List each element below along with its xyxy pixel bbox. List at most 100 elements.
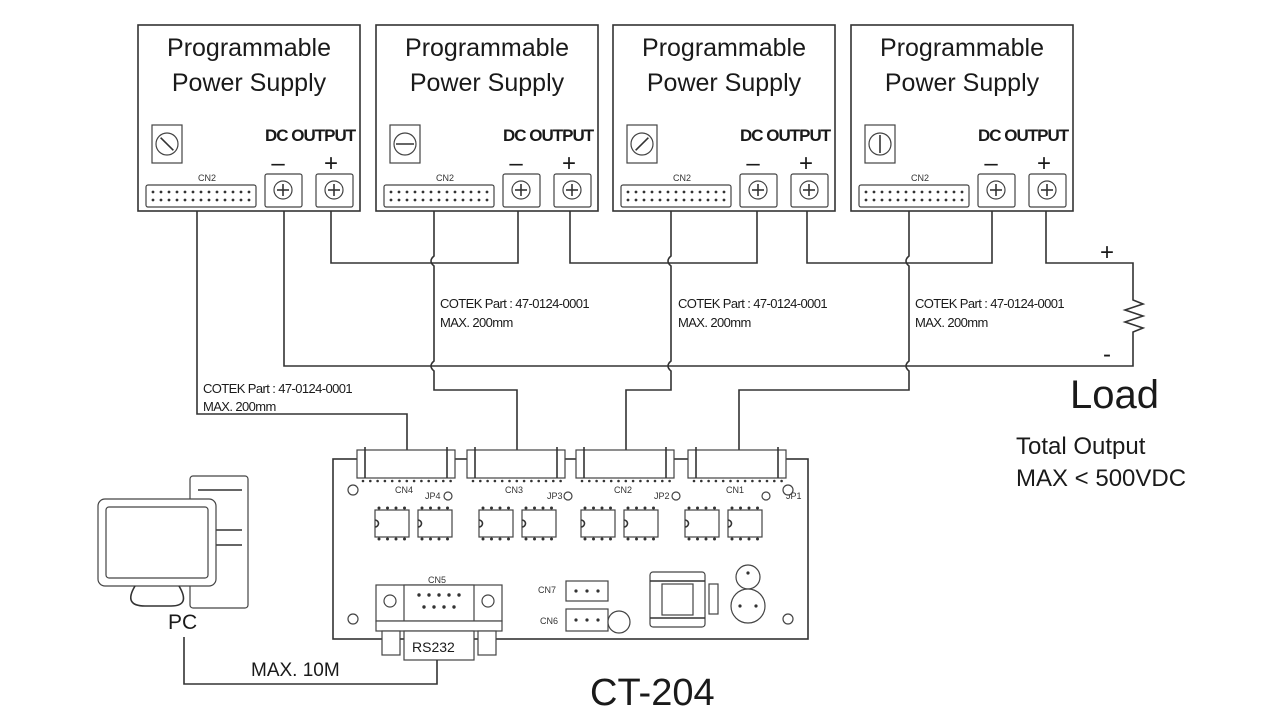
cn2-connector[interactable] bbox=[383, 184, 495, 208]
plus-label: + bbox=[562, 150, 576, 177]
series-wire-2-3 bbox=[569, 210, 758, 264]
rs232-label: RS232 bbox=[412, 639, 455, 655]
capacitor-icon bbox=[735, 564, 761, 590]
mounting-hole bbox=[347, 613, 359, 625]
rotary-switch-icon[interactable] bbox=[151, 124, 183, 164]
jumper-icon[interactable] bbox=[761, 491, 771, 501]
board-chips bbox=[374, 506, 763, 541]
db9-body bbox=[375, 620, 503, 632]
cable-psu1-cn4 bbox=[196, 210, 408, 450]
jumper-label: JP1 bbox=[786, 491, 802, 501]
psu-title-line1: Programmable bbox=[880, 34, 1044, 62]
ic-chip-icon bbox=[580, 506, 616, 541]
connector-label: CN3 bbox=[505, 485, 523, 495]
psu-title-line1: Programmable bbox=[405, 34, 569, 62]
cable-part-label: COTEK Part : 47-0124-0001 bbox=[440, 296, 589, 311]
positive-terminal-icon[interactable] bbox=[553, 173, 592, 208]
positive-terminal-icon[interactable] bbox=[790, 173, 829, 208]
jumper-label: JP3 bbox=[547, 491, 563, 501]
monitor-stand bbox=[129, 585, 185, 607]
minus-label: – bbox=[271, 150, 285, 177]
psu-title-line2: Power Supply bbox=[647, 69, 802, 97]
load-minus-label: - bbox=[1103, 341, 1111, 368]
jumper-icon[interactable] bbox=[671, 491, 681, 501]
negative-terminal-icon[interactable] bbox=[739, 173, 778, 208]
negative-terminal-icon[interactable] bbox=[502, 173, 541, 208]
mounting-hole bbox=[347, 484, 359, 496]
positive-terminal-icon[interactable] bbox=[1028, 173, 1067, 208]
psu-title-line1: Programmable bbox=[167, 34, 331, 62]
rotary-switch-icon[interactable] bbox=[626, 124, 658, 164]
cn7-label: CN7 bbox=[538, 585, 556, 595]
minus-label: – bbox=[984, 150, 998, 177]
dc-output-label: DC OUTPUT bbox=[740, 126, 832, 145]
mounting-hole bbox=[782, 613, 794, 625]
minus-label: – bbox=[509, 150, 523, 177]
cable-length-label: MAX. 200mm bbox=[678, 315, 751, 330]
cn2-label: CN2 bbox=[436, 173, 454, 183]
total-output-max: MAX < 500VDC bbox=[1016, 465, 1186, 492]
ic-chip-icon bbox=[623, 506, 659, 541]
cable-length-label: MAX. 200mm bbox=[915, 315, 988, 330]
jumper-label: JP2 bbox=[654, 491, 670, 501]
rotary-switch-icon[interactable] bbox=[389, 124, 421, 164]
cable-psu2-cn3 bbox=[430, 210, 518, 450]
jumper-icon[interactable] bbox=[443, 491, 453, 501]
db9-leg bbox=[381, 630, 401, 656]
jumper-icon[interactable] bbox=[563, 491, 573, 501]
cable-psu4-cn1 bbox=[738, 210, 910, 450]
cn2-connector[interactable] bbox=[620, 184, 732, 208]
cable-length-label: MAX. 200mm bbox=[203, 399, 276, 414]
cn2-connector[interactable] bbox=[145, 184, 257, 208]
transformer-icon bbox=[649, 571, 719, 628]
pc-label: PC bbox=[168, 611, 197, 634]
negative-terminal-icon[interactable] bbox=[977, 173, 1016, 208]
dc-output-label: DC OUTPUT bbox=[503, 126, 595, 145]
cn5-label: CN5 bbox=[428, 575, 446, 585]
ic-chip-icon bbox=[727, 506, 763, 541]
db9-screw bbox=[383, 594, 397, 608]
wiring bbox=[196, 210, 1134, 450]
cn2-connector[interactable] bbox=[858, 184, 970, 208]
cable-max-length: MAX. 10M bbox=[251, 660, 340, 681]
mounting-hole bbox=[782, 484, 794, 496]
plus-label: + bbox=[1037, 150, 1051, 177]
ic-chip-icon bbox=[374, 506, 410, 541]
ic-chip-icon bbox=[684, 506, 720, 541]
serial-cable bbox=[183, 637, 438, 685]
db9-pins bbox=[417, 593, 461, 609]
load-plus-label: + bbox=[1100, 239, 1114, 266]
positive-terminal-icon[interactable] bbox=[315, 173, 354, 208]
psu-title-line1: Programmable bbox=[642, 34, 806, 62]
cn2-label: CN2 bbox=[673, 173, 691, 183]
cable-psu3-cn2 bbox=[625, 210, 672, 450]
plus-label: + bbox=[799, 150, 813, 177]
controller-model: CT-204 bbox=[590, 672, 715, 714]
cn6-label: CN6 bbox=[540, 616, 558, 626]
load-positive-wire bbox=[1045, 210, 1134, 293]
cable-labels: COTEK Part : 47-0124-0001 MAX. 200mm COT… bbox=[203, 296, 1065, 414]
ic-chip-icon bbox=[478, 506, 514, 541]
negative-terminal-icon[interactable] bbox=[264, 173, 303, 208]
transistor-icon bbox=[607, 610, 631, 634]
rs232-connector[interactable]: RS232 CN5 bbox=[375, 575, 503, 661]
total-output-label: Total Output bbox=[1016, 433, 1146, 460]
ic-chip-icon bbox=[417, 506, 453, 541]
rotary-switch-icon[interactable] bbox=[864, 124, 896, 164]
load: + - Load Total Output MAX < 500VDC bbox=[1016, 239, 1186, 492]
dc-output-label: DC OUTPUT bbox=[978, 126, 1070, 145]
load-negative-wire bbox=[283, 210, 1134, 367]
load-title: Load bbox=[1070, 373, 1159, 417]
jumper-label: JP4 bbox=[425, 491, 441, 501]
psu-title-line2: Power Supply bbox=[885, 69, 1040, 97]
db9-screw bbox=[481, 594, 495, 608]
